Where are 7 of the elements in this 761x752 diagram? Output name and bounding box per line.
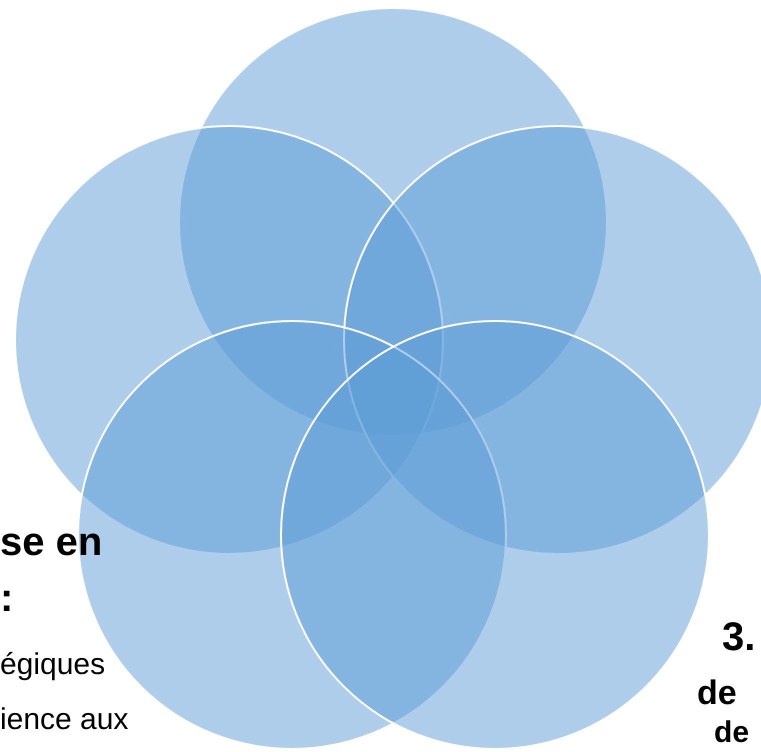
heading-fragment: de bbox=[714, 718, 750, 748]
heading-fragment: de bbox=[697, 676, 737, 710]
text-fragment: égiques bbox=[0, 650, 106, 680]
heading-fragment: 3. bbox=[722, 617, 756, 657]
text-fragment: ience aux bbox=[0, 705, 128, 735]
heading-fragment: : bbox=[0, 578, 14, 618]
heading-fragment: se en bbox=[0, 522, 102, 562]
